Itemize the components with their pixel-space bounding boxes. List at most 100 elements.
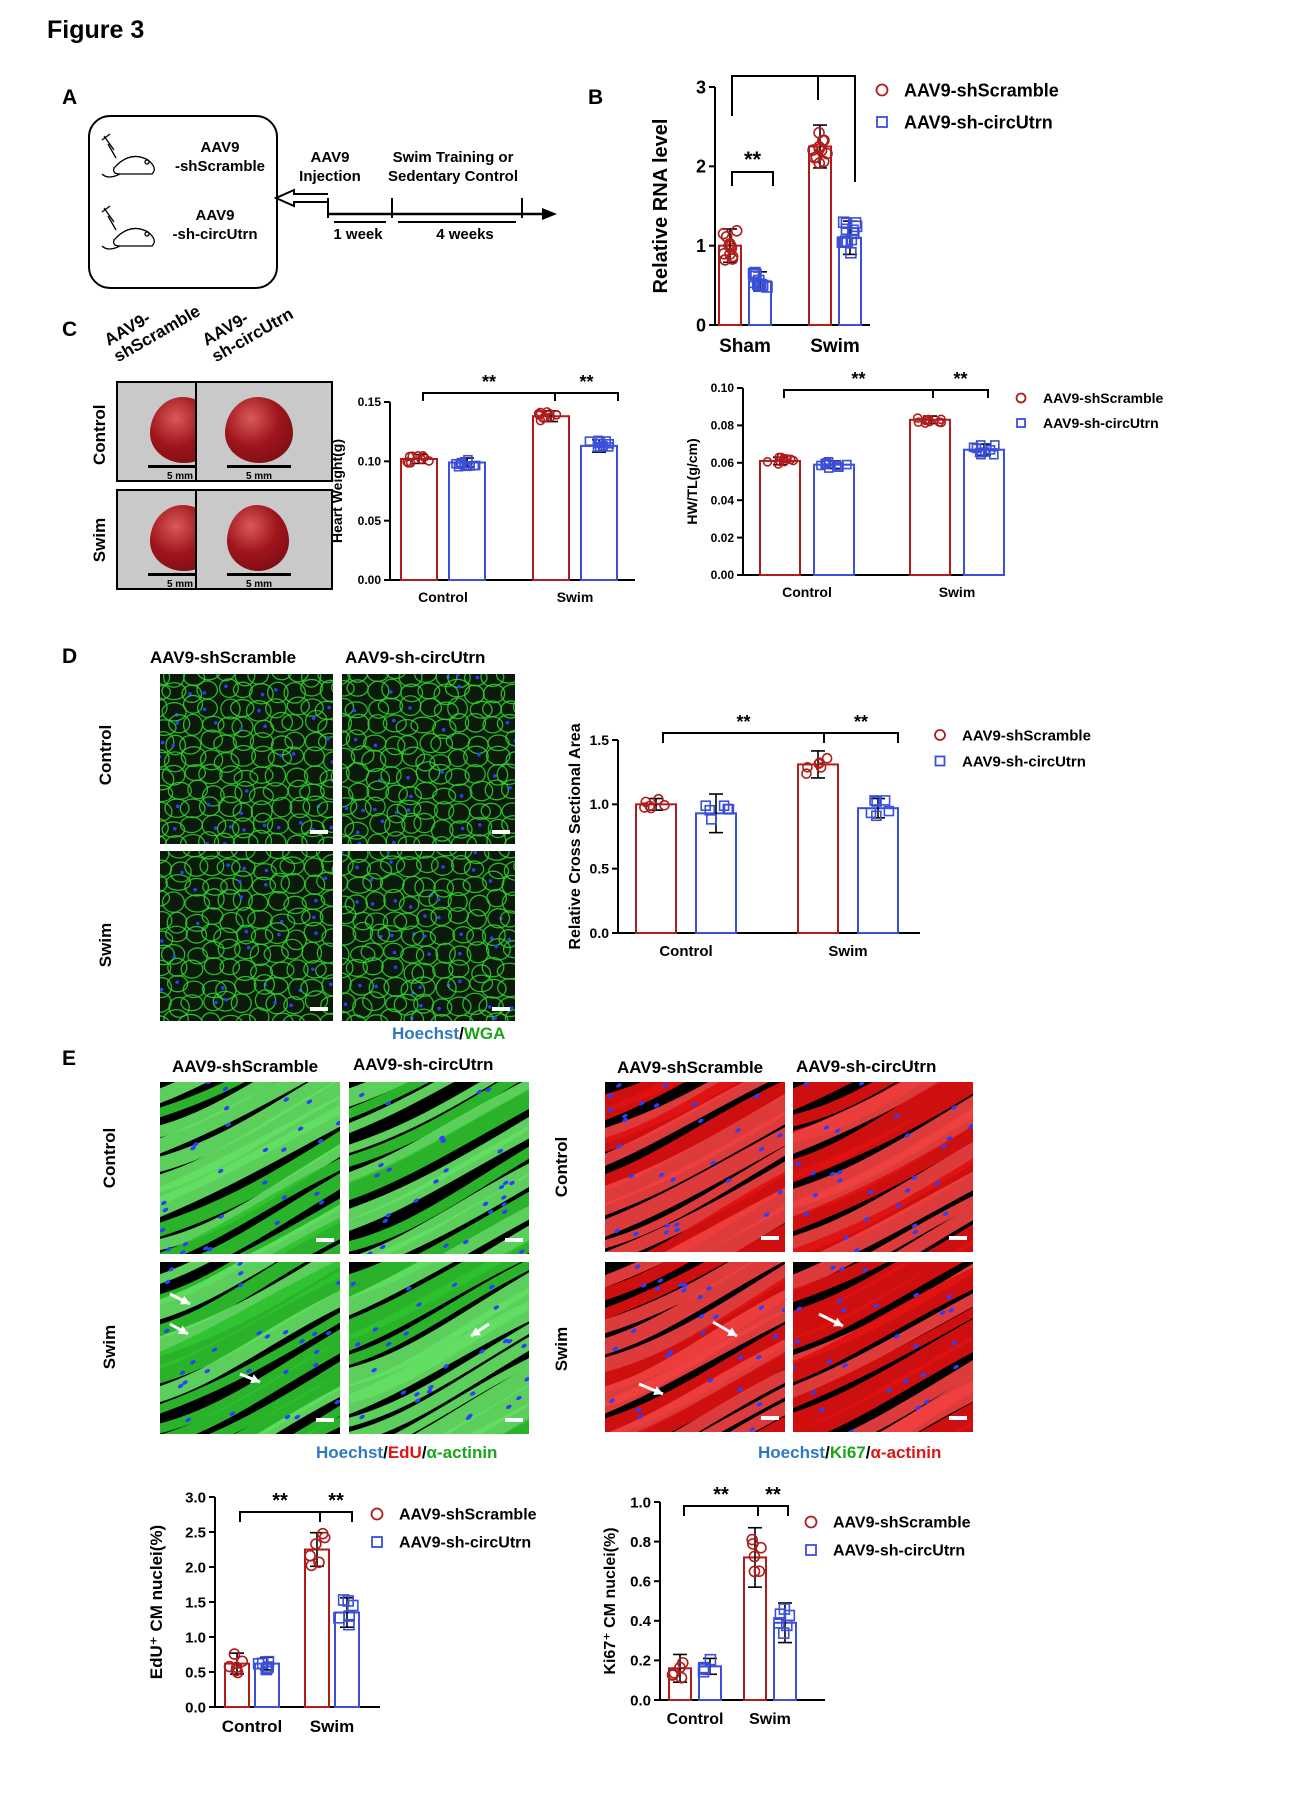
muscle-fiber	[605, 1262, 665, 1288]
y-tick-label: 0.10	[711, 381, 735, 395]
cell-membrane	[377, 697, 404, 715]
cell-membrane	[449, 851, 473, 860]
cell-membrane	[366, 860, 393, 880]
cell-membrane	[219, 958, 241, 976]
d-row-control: Control	[96, 724, 115, 786]
cell-membrane	[301, 941, 323, 964]
nucleus	[493, 1305, 500, 1310]
nucleus	[502, 1209, 508, 1214]
muscle-fiber	[605, 1262, 755, 1334]
c-row-control: Control	[90, 404, 109, 465]
nucleus	[503, 1180, 509, 1186]
data-point	[725, 240, 737, 252]
x-category-label: Control	[659, 943, 712, 960]
nucleus	[858, 1082, 865, 1086]
nucleus	[279, 919, 284, 924]
cell-membrane	[342, 680, 355, 697]
cell-membrane	[302, 795, 329, 817]
nucleus	[473, 851, 478, 855]
cell-membrane	[331, 865, 333, 876]
wga-image-control-scramble	[160, 674, 333, 844]
muscle-fiber	[645, 1171, 785, 1252]
significance-bracket	[662, 732, 825, 743]
cell-membrane	[182, 980, 205, 999]
nucleus	[312, 915, 316, 920]
nucleus	[291, 751, 296, 756]
nucleus	[862, 1267, 868, 1273]
significance-mark: **	[328, 1490, 344, 1512]
cell-membrane	[235, 1013, 257, 1021]
cell-membrane	[485, 938, 511, 961]
nucleus	[460, 826, 465, 831]
cell-membrane	[486, 888, 508, 908]
cell-membrane	[160, 801, 173, 822]
cell-membrane	[346, 876, 373, 894]
stain-actinin: α-actinin	[426, 1443, 498, 1462]
data-point	[698, 1661, 710, 1674]
injection-line1: AAV9	[310, 149, 350, 166]
cell-membrane	[160, 719, 177, 737]
heart-shape	[225, 397, 293, 463]
y-tick-label: 0	[696, 315, 706, 335]
cell-membrane	[168, 996, 190, 1018]
mouse-icon	[101, 205, 155, 250]
bar	[635, 803, 677, 935]
muscle-fiber	[870, 1195, 973, 1252]
nucleus	[622, 1117, 628, 1123]
cell-membrane	[385, 831, 407, 844]
nucleus	[192, 1142, 199, 1147]
muscle-fiber	[605, 1082, 769, 1166]
cell-membrane	[453, 1014, 474, 1021]
nucleus	[299, 820, 303, 825]
data-point	[807, 144, 819, 156]
cell-membrane	[185, 925, 208, 944]
nucleus	[284, 1414, 291, 1420]
cell-membrane	[271, 674, 292, 681]
legend-label: AAV9-shScramble	[833, 1515, 971, 1532]
muscle-fiber	[349, 1262, 504, 1341]
cell-membrane	[160, 749, 170, 768]
cell-membrane	[401, 746, 426, 767]
cell-membrane	[160, 674, 171, 687]
cell-membrane	[250, 800, 273, 823]
data-point	[316, 1527, 329, 1540]
cell-membrane	[301, 851, 321, 858]
scale-label: 5 mm	[245, 471, 273, 482]
nucleus	[471, 868, 476, 872]
nucleus	[904, 1133, 911, 1138]
y-tick-label: 0.04	[711, 493, 735, 507]
cell-membrane	[352, 921, 374, 943]
nucleus	[313, 1362, 319, 1368]
significance-mark: **	[854, 712, 868, 732]
muscle-fiber	[605, 1262, 783, 1355]
nucleus	[886, 1388, 892, 1393]
data-point	[821, 752, 833, 764]
cell-membrane	[285, 767, 309, 788]
nucleus	[237, 1271, 244, 1276]
cell-membrane	[478, 996, 504, 1018]
nucleus	[299, 1339, 305, 1344]
bar	[797, 763, 839, 934]
nucleus	[920, 1372, 927, 1378]
cell-membrane	[248, 683, 274, 705]
significance-bracket	[731, 75, 819, 116]
cell-membrane	[299, 783, 325, 801]
cell-membrane	[488, 862, 510, 880]
cell-membrane	[500, 683, 515, 705]
nucleus	[707, 1378, 714, 1383]
cell-membrane	[342, 797, 358, 816]
cell-membrane	[501, 802, 515, 820]
cell-membrane	[342, 729, 351, 747]
cell-membrane	[436, 851, 458, 857]
data-point	[777, 1627, 790, 1639]
nucleus	[357, 841, 362, 844]
nucleus	[314, 1191, 320, 1196]
cell-membrane	[379, 855, 406, 875]
significance-bracket	[757, 1505, 789, 1516]
data-point	[746, 1533, 758, 1546]
nucleus	[314, 931, 318, 935]
cell-membrane	[233, 940, 260, 960]
nucleus	[273, 1000, 277, 1005]
panel-label-d: D	[62, 645, 78, 668]
